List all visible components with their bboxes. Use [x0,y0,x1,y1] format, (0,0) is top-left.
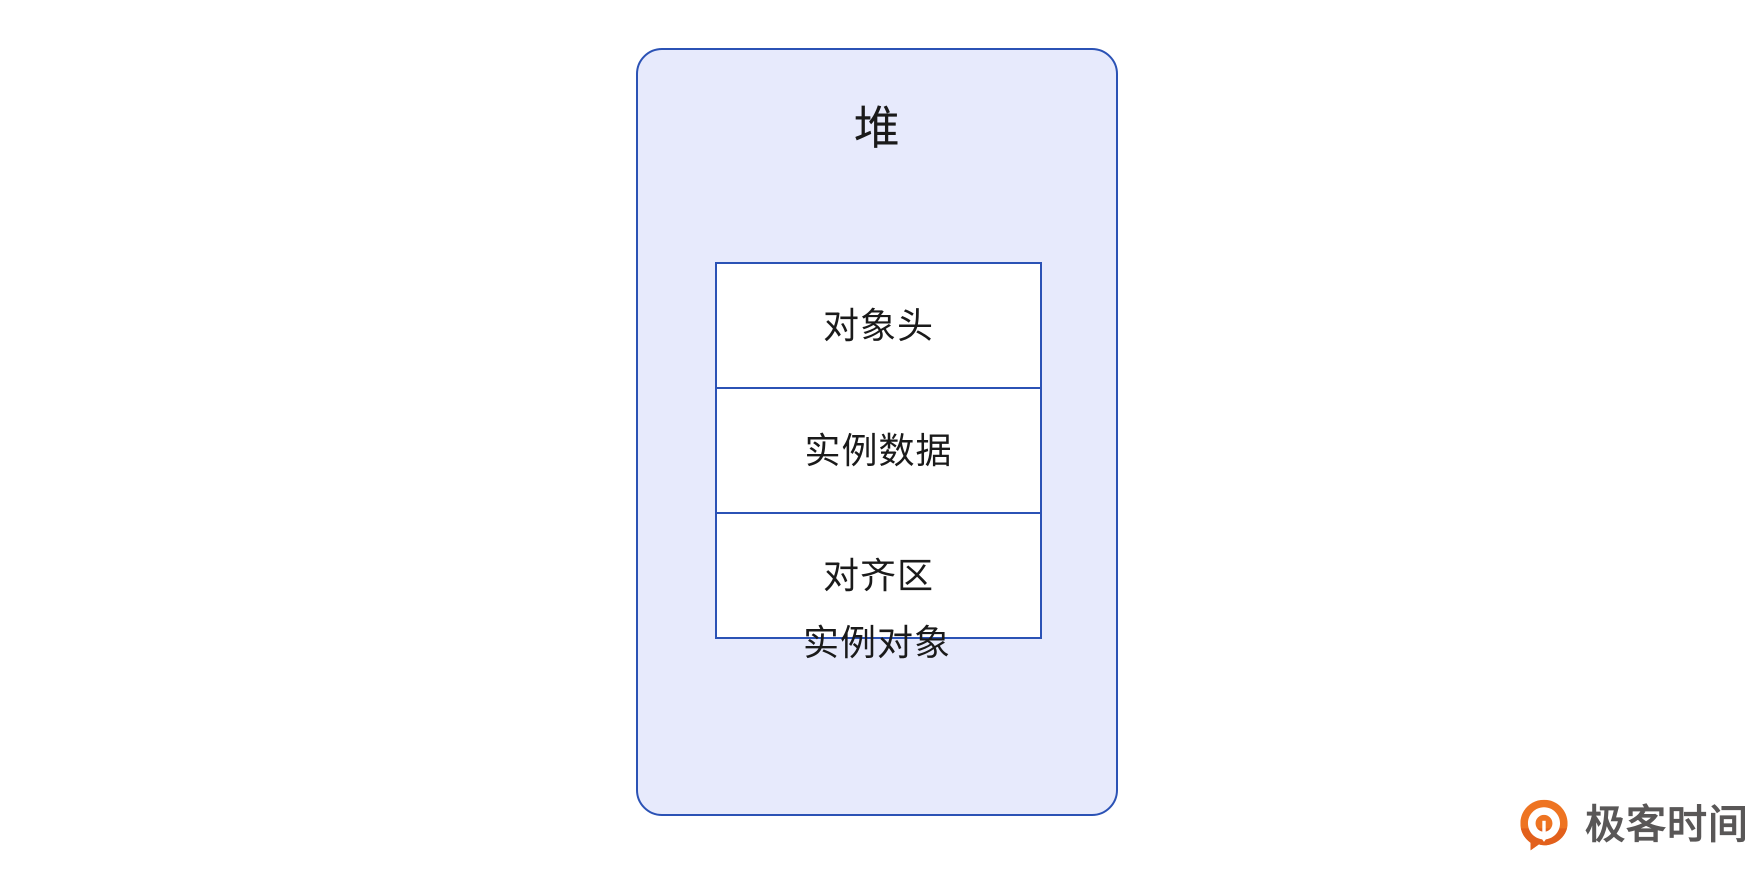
heap-region-title: 堆 [853,102,901,154]
brand-name-label: 极客时间 [1585,803,1745,847]
object-segment-label: 对象头 [822,304,934,346]
object-segment-instance-data: 实例数据 [715,387,1042,514]
instance-object-caption: 实例对象 [802,622,951,663]
heap-region-panel: 堆 对象头 实例数据 对齐区 实例对象 [636,48,1118,816]
object-segment-label: 对齐区 [822,554,934,596]
geektime-logo-icon [1520,799,1568,851]
brand-watermark: 极客时间 [1517,798,1745,852]
object-segment-padding: 对齐区 [715,512,1042,639]
object-layout-stack: 对象头 实例数据 对齐区 [715,262,1042,639]
object-segment-label: 实例数据 [804,429,953,471]
object-segment-header: 对象头 [715,262,1042,389]
